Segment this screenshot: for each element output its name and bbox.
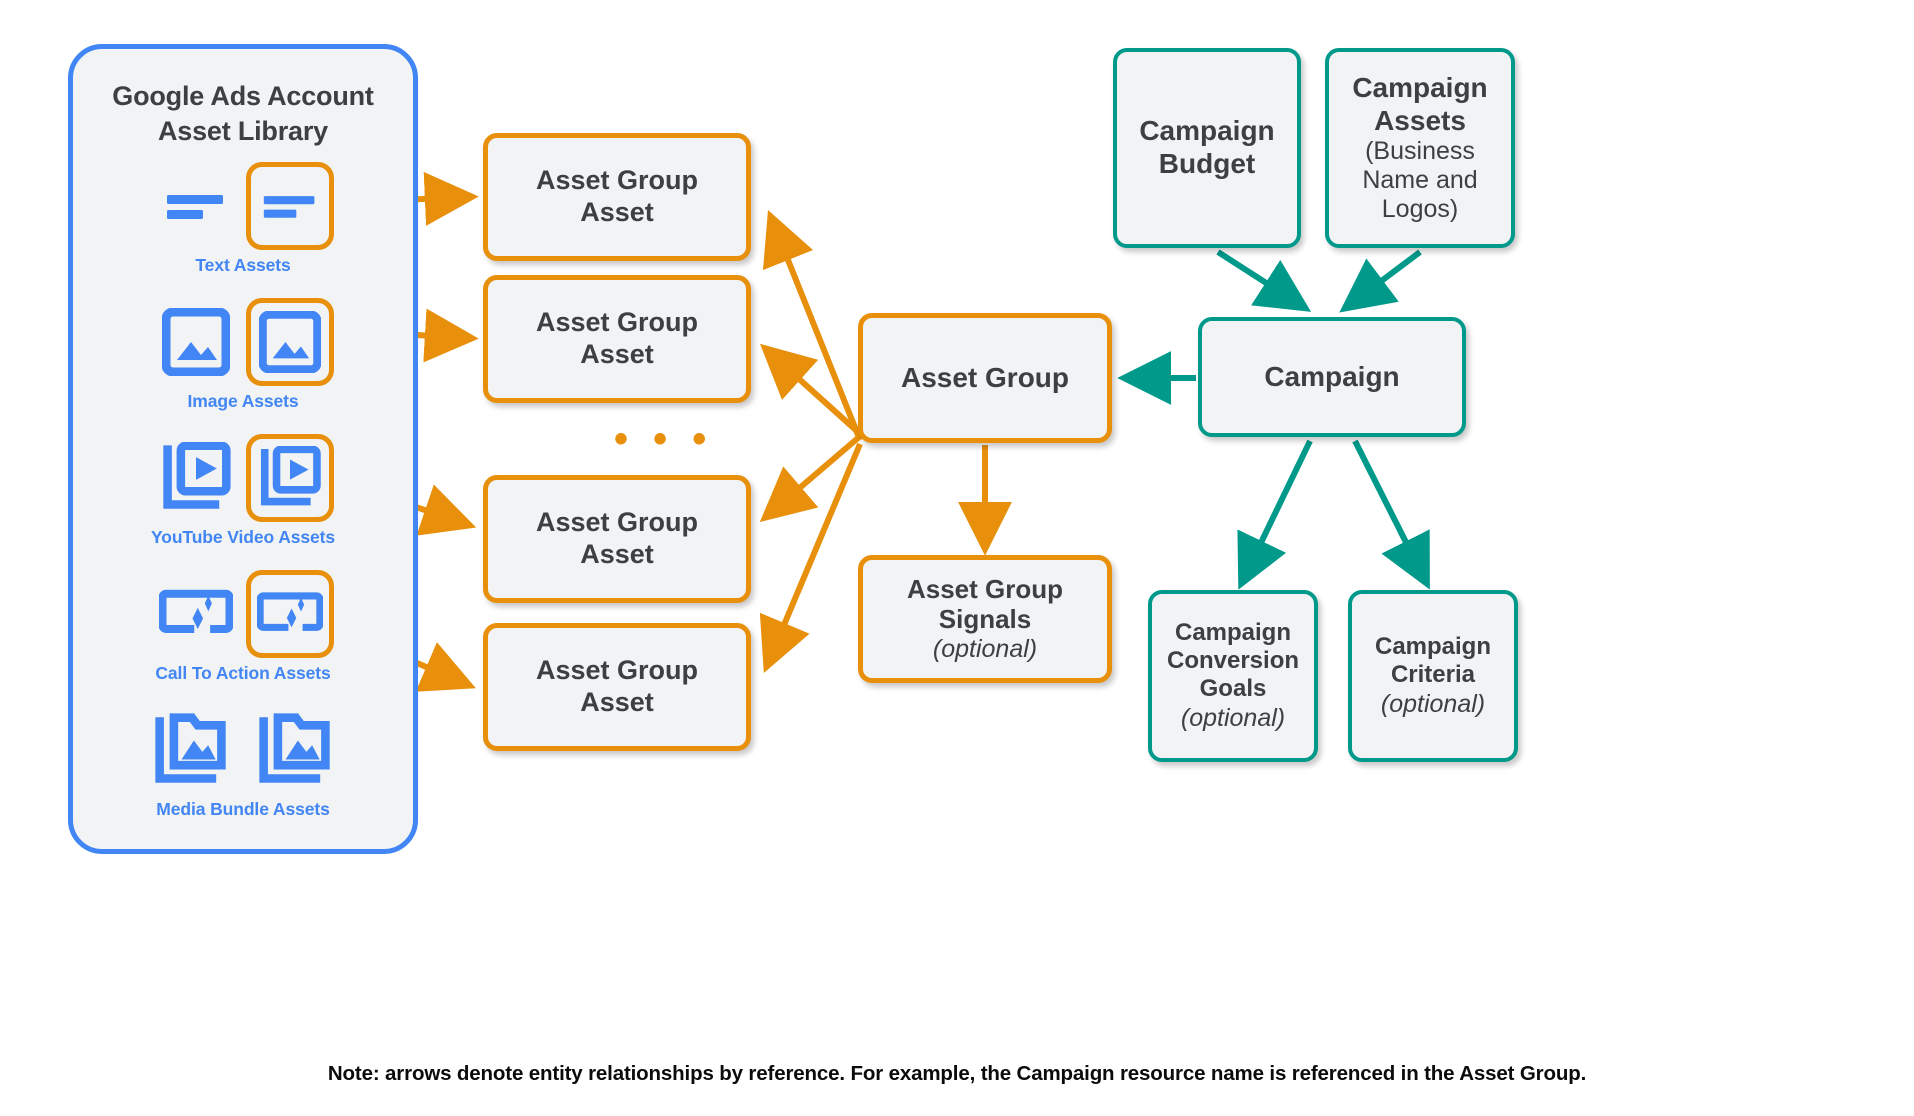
arrow-campaign-to-conversion-goals bbox=[1237, 439, 1313, 590]
asset-group-asset-3[interactable]: Asset Group Asset bbox=[483, 475, 751, 603]
asset-type-label-media-bundle: Media Bundle Assets bbox=[156, 799, 330, 819]
campaign-criteria-optional: (optional) bbox=[1380, 690, 1486, 719]
campaign-budget-node[interactable]: Campaign Budget bbox=[1113, 48, 1301, 248]
campaign-assets-sub1: (Business bbox=[1365, 137, 1475, 166]
campaign-budget-line1: Campaign bbox=[1139, 115, 1275, 147]
asset-library-title-line1: Google Ads Account bbox=[112, 81, 374, 111]
campaign-assets-line2: Assets bbox=[1374, 104, 1466, 136]
campaign-assets-sub3: Logos) bbox=[1381, 195, 1459, 224]
campaign-conversion-goals-line2: Conversion bbox=[1166, 646, 1300, 674]
asset-group-asset-3-line2: Asset bbox=[580, 539, 654, 569]
asset-group-node[interactable]: Asset Group bbox=[858, 313, 1112, 443]
youtube-video-asset-icon-selected[interactable] bbox=[246, 434, 334, 522]
asset-group-asset-1[interactable]: Asset Group Asset bbox=[483, 133, 751, 261]
ellipsis-more-asset-groups: • • • bbox=[614, 417, 714, 461]
asset-group-asset-2[interactable]: Asset Group Asset bbox=[483, 275, 751, 403]
asset-type-youtube-video[interactable]: YouTube Video Assets bbox=[73, 431, 413, 548]
arrow-ag-to-aga1 bbox=[762, 209, 863, 442]
campaign-conversion-goals-line3: Goals bbox=[1199, 675, 1267, 703]
asset-type-label-image: Image Assets bbox=[187, 391, 299, 411]
asset-group-signals-optional: (optional) bbox=[932, 635, 1038, 664]
asset-type-call-to-action[interactable]: Call To Action Assets bbox=[73, 567, 413, 684]
text-asset-icon bbox=[152, 162, 240, 250]
arrow-campaign-assets-to-campaign bbox=[1339, 249, 1422, 313]
arrow-budget-to-campaign bbox=[1216, 249, 1312, 312]
asset-group-asset-2-line2: Asset bbox=[580, 339, 654, 369]
asset-group-asset-2-line1: Asset Group bbox=[535, 307, 699, 338]
asset-type-label-text: Text Assets bbox=[195, 255, 291, 275]
arrow-campaign-to-criteria bbox=[1352, 439, 1430, 590]
campaign-criteria-line2: Criteria bbox=[1390, 661, 1476, 688]
asset-type-label-youtube-video: YouTube Video Assets bbox=[150, 527, 336, 547]
asset-group-asset-4-line2: Asset bbox=[580, 687, 654, 717]
asset-library-panel: Google Ads Account Asset Library bbox=[68, 44, 418, 854]
media-bundle-asset-icon-2 bbox=[251, 706, 339, 794]
arrow-ag-to-aga3 bbox=[759, 435, 860, 523]
campaign-node[interactable]: Campaign bbox=[1198, 317, 1466, 437]
campaign-assets-node[interactable]: Campaign Assets (Business Name and Logos… bbox=[1325, 48, 1515, 248]
campaign-conversion-goals-line1: Campaign bbox=[1174, 618, 1291, 646]
asset-type-media-bundle[interactable]: Media Bundle Assets bbox=[73, 703, 413, 820]
campaign-criteria-line1: Campaign bbox=[1374, 632, 1491, 660]
call-to-action-asset-icon bbox=[152, 570, 240, 658]
asset-library-title: Google Ads Account Asset Library bbox=[73, 79, 413, 148]
campaign-criteria-node[interactable]: Campaign Criteria (optional) bbox=[1348, 590, 1518, 762]
asset-group-asset-1-line2: Asset bbox=[580, 197, 654, 227]
campaign-label: Campaign bbox=[1264, 360, 1400, 392]
asset-group-asset-4-line1: Asset Group bbox=[535, 655, 699, 686]
arrow-ag-to-aga4 bbox=[759, 442, 863, 673]
campaign-conversion-goals-optional: (optional) bbox=[1180, 704, 1286, 733]
campaign-conversion-goals-node[interactable]: Campaign Conversion Goals (optional) bbox=[1148, 590, 1318, 762]
asset-type-label-call-to-action: Call To Action Assets bbox=[155, 663, 331, 683]
asset-library-title-line2: Asset Library bbox=[158, 115, 328, 146]
media-bundle-asset-icon bbox=[147, 706, 235, 794]
text-asset-icon-selected[interactable] bbox=[246, 162, 334, 250]
asset-group-asset-4[interactable]: Asset Group Asset bbox=[483, 623, 751, 751]
asset-group-asset-3-line1: Asset Group bbox=[535, 507, 699, 538]
image-asset-icon bbox=[152, 298, 240, 386]
image-asset-icon-selected[interactable] bbox=[246, 298, 334, 386]
asset-group-asset-1-line1: Asset Group bbox=[535, 165, 699, 196]
arrow-ag-to-aga2 bbox=[759, 343, 861, 435]
asset-group-signals-node[interactable]: Asset Group Signals (optional) bbox=[858, 555, 1112, 683]
asset-group-signals-line2: Signals bbox=[938, 604, 1032, 634]
diagram-footnote: Note: arrows denote entity relationships… bbox=[327, 1062, 1587, 1085]
campaign-assets-sub2: Name and bbox=[1362, 166, 1478, 195]
campaign-assets-line1: Campaign bbox=[1352, 71, 1488, 103]
asset-group-signals-line1: Asset Group bbox=[906, 573, 1064, 604]
asset-type-text[interactable]: Text Assets bbox=[73, 159, 413, 276]
asset-type-image[interactable]: Image Assets bbox=[73, 295, 413, 412]
call-to-action-asset-icon-selected[interactable] bbox=[246, 570, 334, 658]
asset-group-label: Asset Group bbox=[900, 361, 1070, 393]
youtube-video-asset-icon bbox=[152, 434, 240, 522]
campaign-budget-line2: Budget bbox=[1158, 148, 1256, 179]
